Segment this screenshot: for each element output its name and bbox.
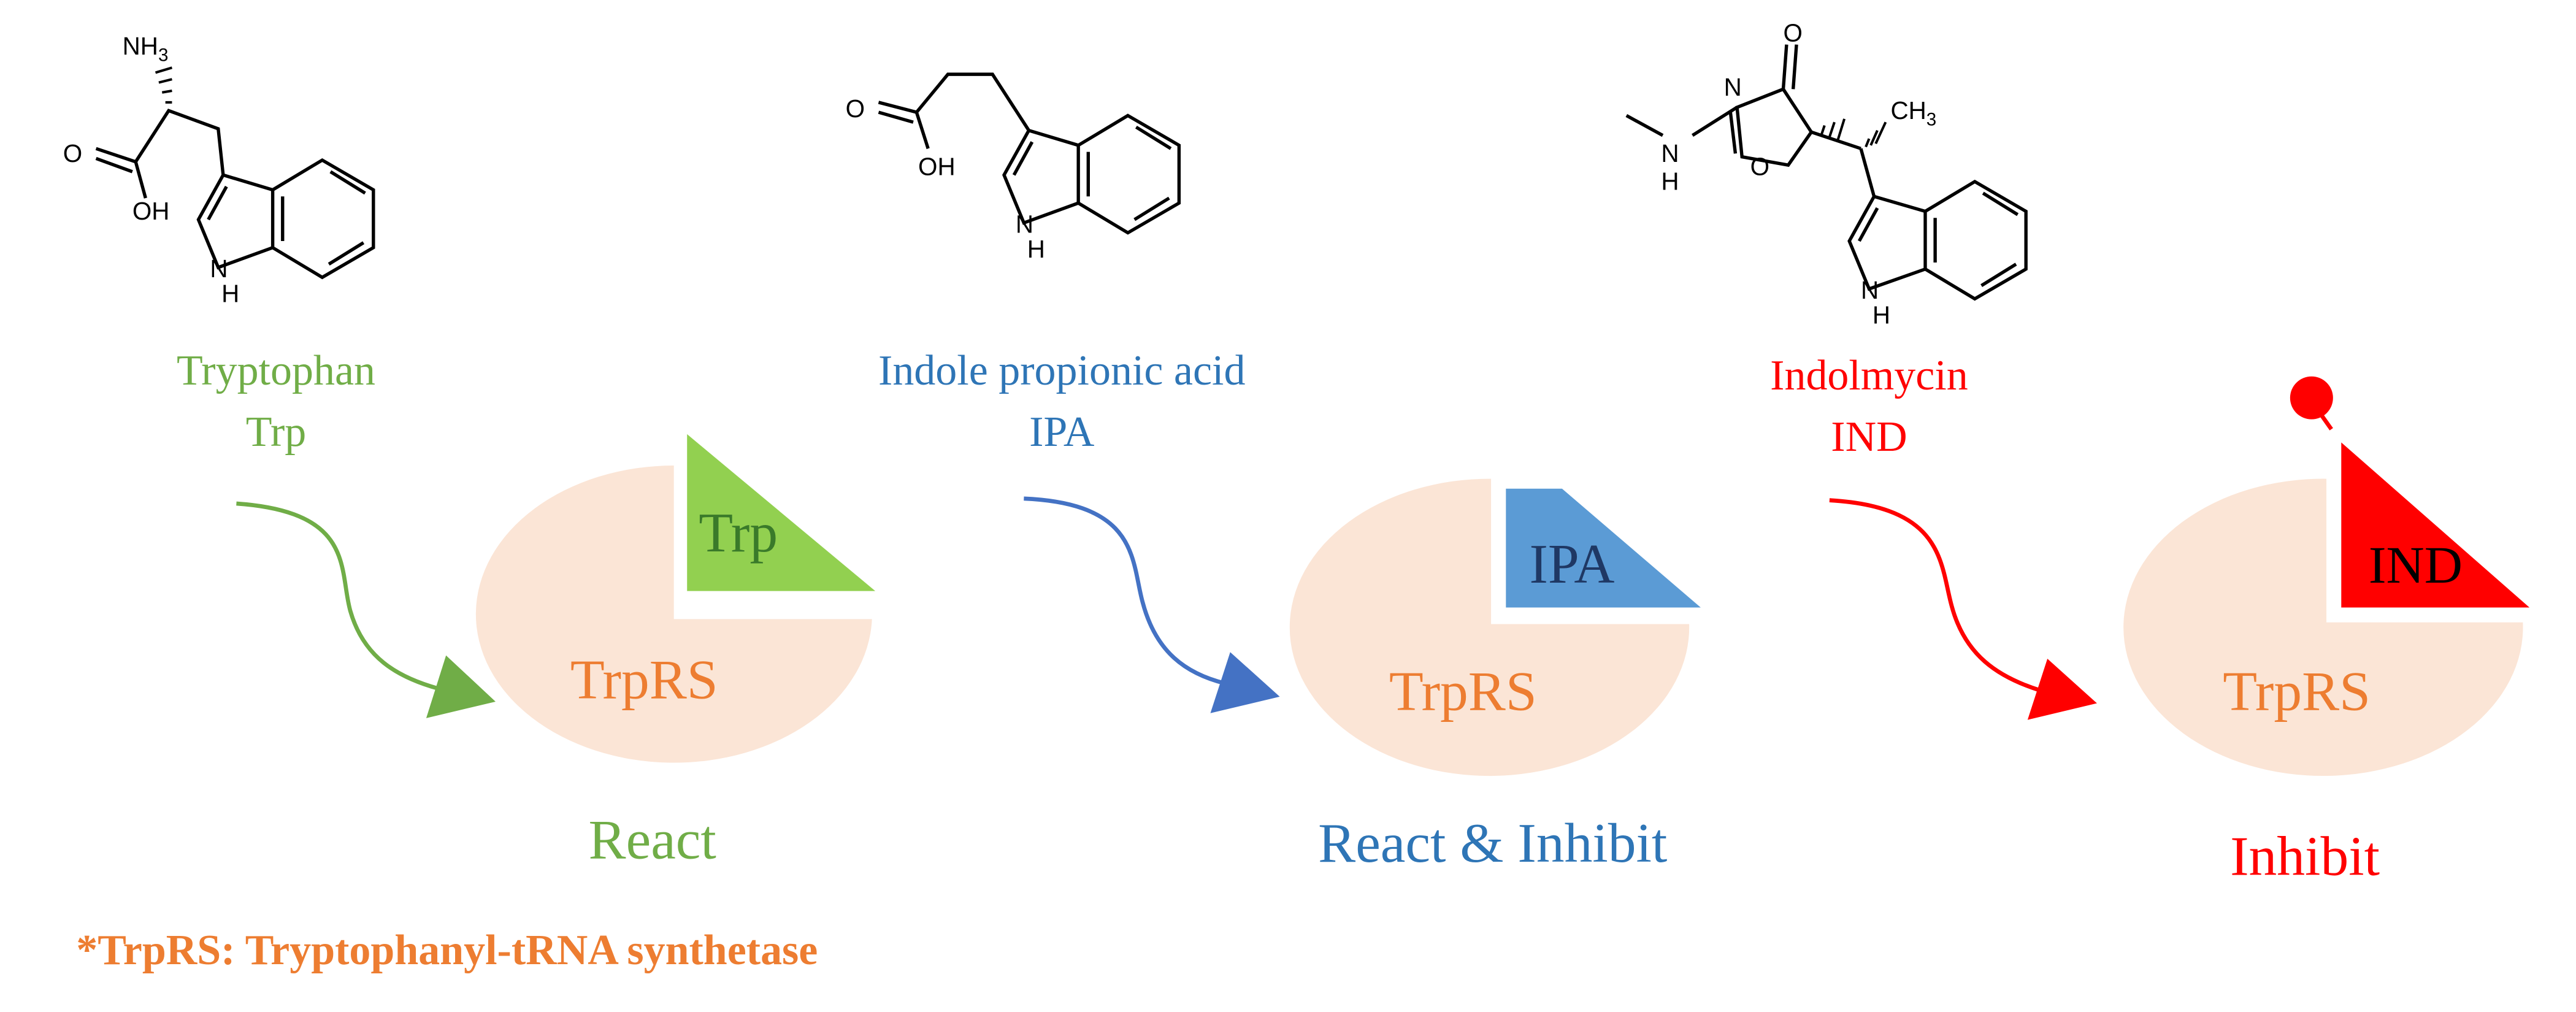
trp-benzene-double-1	[329, 170, 366, 195]
trp-arrow-curve	[236, 501, 439, 691]
trp-carbonyl-1	[95, 147, 137, 164]
ind-ring-cn-double	[1728, 112, 1738, 154]
outcome-react-and-inhibit: React & Inhibit	[1318, 811, 1667, 874]
ind-ring-n-label: N	[1724, 73, 1742, 101]
ind-ring-o-label: O	[1750, 152, 1769, 180]
enzyme-trprs-3	[2123, 478, 2523, 776]
ligand-label-ind: IND	[2369, 535, 2463, 594]
trp-carbonyl-2	[95, 156, 133, 174]
ind-nh-n-label: N	[1661, 139, 1679, 167]
ind-methyl-label: CH3	[1890, 96, 1936, 130]
ind-bond-ch-ring	[1811, 130, 1861, 150]
ipa-arrow-curve	[1024, 496, 1226, 686]
ligand-wedge-ind	[2341, 442, 2530, 608]
ind-arrow-curve	[1829, 498, 2040, 692]
ind-methyl-amine	[1625, 114, 1664, 137]
ligand-wedge-ipa	[1506, 488, 1701, 608]
ipa-benzene-double-1	[1135, 125, 1172, 150]
ind-benzene-double-2	[1980, 263, 2017, 287]
ipa-oxo-label: O	[846, 94, 865, 123]
ind-oxo-label: O	[1784, 18, 1803, 47]
trp-side-chain	[134, 109, 225, 175]
footnote-trprs-definition: *TrpRS: Tryptophanyl-tRNA synthetase	[76, 927, 818, 974]
indolmycin-name: Indolmycin	[1770, 352, 1968, 399]
molecule-indolmycin	[1625, 44, 2028, 301]
ind-oxazolinone-ring	[1735, 87, 1813, 167]
outcome-inhibit: Inhibit	[2230, 825, 2380, 887]
ipa-hydroxyl-bond	[914, 112, 930, 150]
ind-bond-to-ch	[1859, 148, 1876, 197]
enzyme-label-trprs-3: TrpRS	[2223, 659, 2371, 722]
enzyme-trprs-1	[475, 466, 872, 763]
ind-indole-h-label: H	[1873, 301, 1890, 329]
trp-benzene-ring	[270, 158, 375, 280]
ipa-side-chain	[915, 72, 1030, 132]
trp-hydroxyl-bond	[134, 161, 147, 199]
molecule-ipa	[878, 72, 1181, 235]
ind-pyrrole-double	[1857, 207, 1879, 242]
ipa-abbr: IPA	[1029, 408, 1095, 456]
trp-oxo-label: O	[63, 139, 82, 167]
trp-oh-label: OH	[132, 197, 170, 225]
ipa-pyrrole-ring	[1002, 128, 1079, 225]
ipa-atom-labels: O OH N H	[846, 94, 1045, 263]
tryptophan-atom-labels: NH3 O OH N H	[63, 32, 240, 308]
trp-arrow-head	[426, 655, 496, 718]
ligand-wedge-trp	[687, 434, 876, 591]
trp-hashed-wedge	[155, 66, 173, 104]
ind-arrow-head	[2027, 658, 2097, 720]
ipa-arrow-head	[1210, 652, 1280, 713]
trp-pyrrole-double	[207, 185, 228, 221]
ligand-knob-ind	[2290, 376, 2333, 420]
enzyme-label-trprs-1: TrpRS	[570, 648, 718, 711]
ind-ring-oxo-2	[1791, 44, 1798, 90]
enzyme-label-trprs-2: TrpRS	[1389, 659, 1537, 722]
tryptophan-abbr: Trp	[246, 408, 307, 456]
ipa-name: Indole propionic acid	[878, 347, 1245, 394]
ind-pyrrole-ring	[1847, 194, 1926, 291]
ind-ring-oxo	[1781, 44, 1788, 90]
trp-indole-h-label: H	[221, 280, 239, 308]
molecule-tryptophan	[95, 66, 375, 280]
ind-bond-to-nh	[1692, 105, 1738, 137]
ipa-pyrrole-double	[1012, 141, 1034, 176]
ipa-benzene-double-2	[1133, 196, 1170, 221]
ipa-benzene-ring	[1076, 113, 1181, 235]
indolmycin-abbr: IND	[1831, 413, 1907, 461]
enzyme-trprs-2	[1289, 478, 1690, 776]
trp-nh3-label: NH3	[123, 32, 169, 66]
ligand-label-trp: Trp	[699, 501, 778, 564]
ipa-carbonyl-1	[878, 101, 918, 114]
ipa-oh-label: OH	[918, 152, 956, 180]
ind-indole-n-label: N	[1861, 276, 1879, 304]
ind-hashed-wedges	[1820, 118, 1887, 148]
indolmycin-atom-labels: O N O N H CH3 N H	[1661, 18, 1936, 329]
ind-benzene-double-1	[1982, 191, 2019, 217]
ind-benzene-ring	[1923, 179, 2028, 301]
outcome-react: React	[589, 808, 716, 871]
trp-pyrrole-ring	[196, 173, 274, 270]
ind-nh-h-label: H	[1661, 167, 1679, 196]
ipa-indole-h-label: H	[1027, 235, 1045, 263]
ipa-indole-n-label: N	[1016, 210, 1033, 239]
trp-benzene-double-2	[328, 241, 365, 266]
ligand-label-ipa: IPA	[1529, 532, 1614, 595]
ipa-carbonyl-2	[878, 110, 914, 124]
trp-indole-n-label: N	[210, 255, 228, 283]
tryptophan-name: Tryptophan	[177, 347, 375, 394]
